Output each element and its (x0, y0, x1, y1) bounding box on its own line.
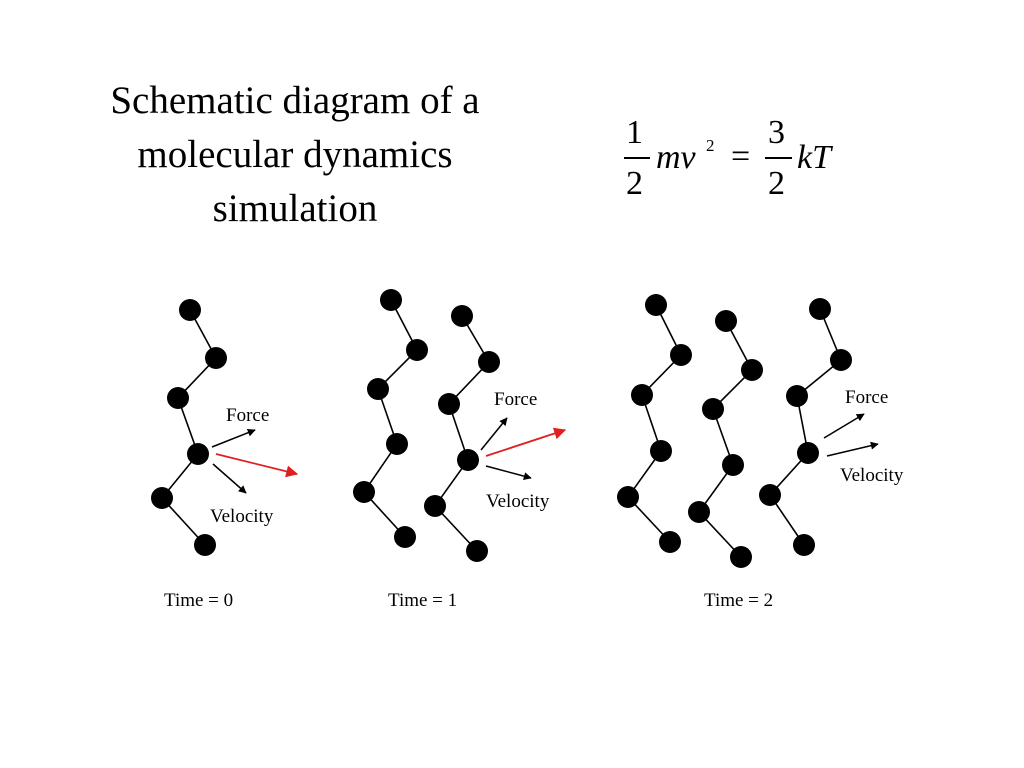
atom (167, 387, 189, 409)
molecule-chain-previous (353, 289, 428, 548)
atom (451, 305, 473, 327)
atom (478, 351, 500, 373)
chain-bonds (160, 309, 217, 546)
molecule-chain-first (617, 294, 692, 553)
atom (617, 486, 639, 508)
atom (205, 347, 227, 369)
chain-bonds (697, 320, 753, 558)
atom (650, 440, 672, 462)
title-line-2: molecular dynamics (137, 133, 453, 176)
atom (741, 359, 763, 381)
time-label: Time = 1 (388, 590, 457, 611)
lhs-fraction-bar (624, 157, 650, 159)
velocity-label: Velocity (486, 491, 550, 512)
lhs-denominator: 2 (626, 165, 643, 202)
atom (659, 531, 681, 553)
force-label: Force (845, 387, 888, 408)
atom (406, 339, 428, 361)
atom (759, 484, 781, 506)
atom (730, 546, 752, 568)
atom (380, 289, 402, 311)
lhs-numerator: 1 (626, 114, 643, 151)
atom (194, 534, 216, 556)
time-label: Time = 0 (164, 590, 233, 611)
molecule-chain-current (424, 305, 500, 562)
atom (151, 487, 173, 509)
rhs-fraction-bar (765, 157, 792, 159)
chain-bonds (626, 304, 682, 543)
atom (438, 393, 460, 415)
molecule-chain-second (688, 310, 763, 568)
atom (386, 433, 408, 455)
velocity-label: Velocity (840, 465, 904, 486)
rhs-numerator: 3 (768, 114, 785, 151)
atom (187, 443, 209, 465)
atom (722, 454, 744, 476)
force-label: Force (226, 405, 269, 426)
atom (424, 495, 446, 517)
atom (457, 449, 479, 471)
atom (715, 310, 737, 332)
atom (702, 398, 724, 420)
velocity-label: Velocity (210, 506, 274, 527)
kinetic-energy-equation: 1 2 mv 2 = 3 2 kT (600, 112, 860, 212)
molecule-chain-current (759, 298, 852, 556)
atom (786, 385, 808, 407)
lhs-body: mv (656, 139, 696, 176)
atom (631, 384, 653, 406)
title-line-1: Schematic diagram of a (110, 79, 480, 122)
atom (830, 349, 852, 371)
atom (466, 540, 488, 562)
net-motion-arrow (215, 453, 299, 478)
rhs-body: kT (797, 139, 831, 176)
atom (645, 294, 667, 316)
chain-bonds (433, 315, 490, 552)
velocity-arrow (826, 441, 879, 457)
atom (688, 501, 710, 523)
chain-bonds (768, 308, 842, 546)
equals-sign: = (731, 138, 751, 175)
atom (179, 299, 201, 321)
velocity-arrow (212, 463, 247, 494)
force-arrow (480, 417, 508, 451)
force-label: Force (494, 389, 537, 410)
atom (394, 526, 416, 548)
time-label: Time = 2 (704, 590, 773, 611)
panel-time-1: Force Velocity Time = 1 (353, 289, 567, 611)
panel-time-0: Force Velocity Time = 0 (151, 299, 299, 611)
force-arrow (211, 428, 256, 448)
atom (670, 344, 692, 366)
panel-time-2: Force Velocity Time = 2 (617, 294, 904, 611)
velocity-arrow (485, 465, 532, 481)
atom (797, 442, 819, 464)
atom (367, 378, 389, 400)
atom (809, 298, 831, 320)
chain-bonds (362, 299, 418, 538)
net-motion-arrow (485, 427, 567, 457)
rhs-denominator: 2 (768, 165, 785, 202)
slide-title: Schematic diagram of a molecular dynamic… (60, 74, 530, 236)
atom (353, 481, 375, 503)
force-arrow (823, 413, 865, 439)
lhs-exponent: 2 (706, 136, 715, 155)
atom (793, 534, 815, 556)
molecule-chain (151, 299, 227, 556)
title-line-3: simulation (212, 187, 378, 230)
